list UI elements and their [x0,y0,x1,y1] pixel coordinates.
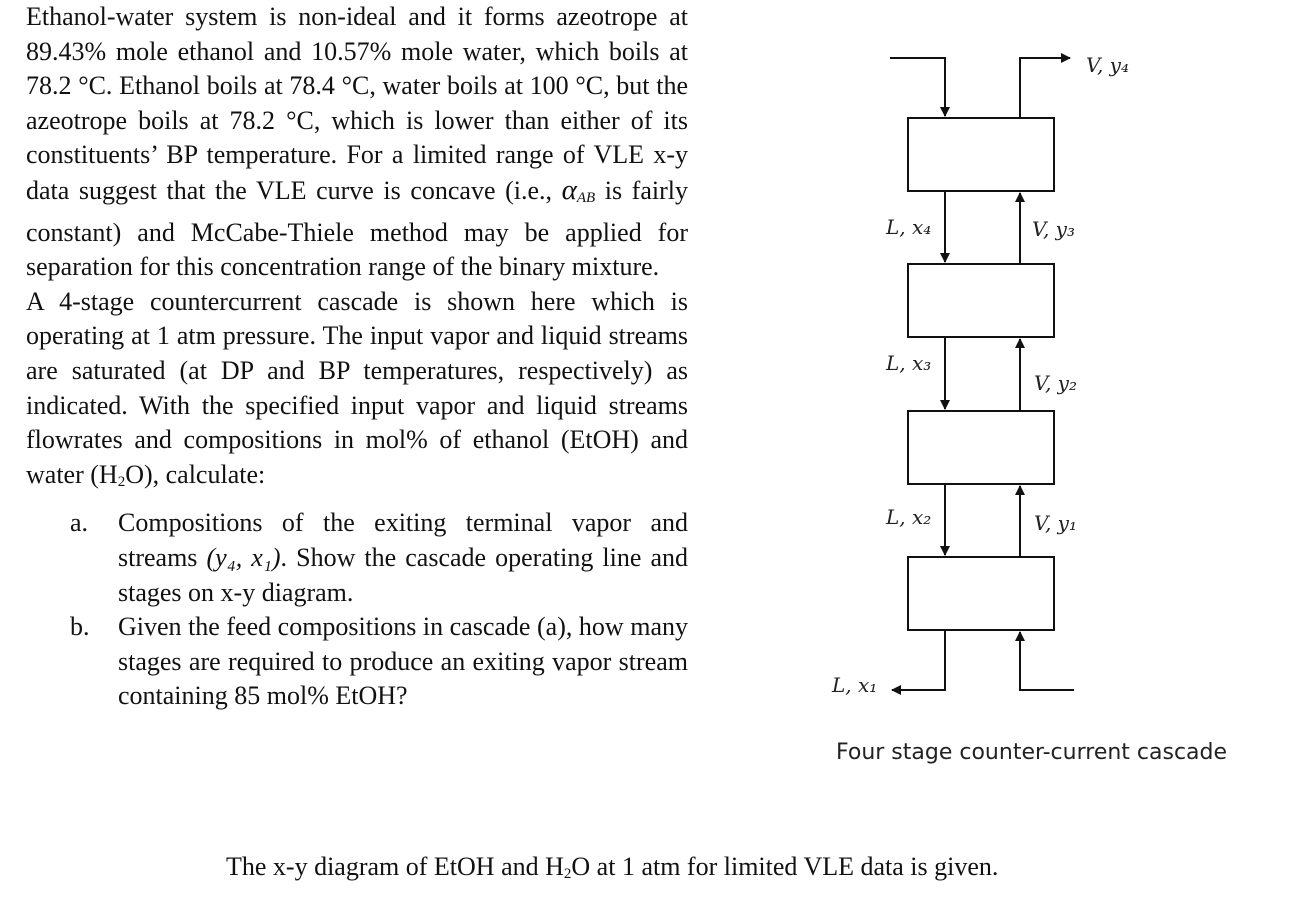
item-text-post: . Show the cascade operating line and st… [118,542,688,607]
alpha-symbol: α [561,173,577,206]
intro-text-end: is fairly constant) and McCabe-Thiele me… [26,175,688,282]
label-v-y3: V, y₃ [1032,217,1075,241]
label-l-x2: L, x₂ [885,505,931,529]
label-v-y2: V, y₂ [1034,371,1077,395]
stage-4-box [907,117,1055,192]
label-v-y4: V, y₄ [1086,53,1129,77]
footer-note: The x-y diagram of EtOH and H2O at 1 atm… [226,852,998,883]
label-l-x3: L, x₃ [885,351,931,375]
item-text-pre: Given the feed compositions in cascade (… [118,612,688,711]
stage-1-box [907,556,1055,631]
vapor-exit-arrow [1019,53,1071,118]
list-item: a. Compositions of the exiting terminal … [26,506,688,610]
liquid-exit-arrow [891,630,946,695]
cascade-text: A 4-stage countercurrent cascade is show… [26,286,688,489]
problem-text: Ethanol-water system is non-ideal and it… [26,0,688,714]
cascade-text-end: O), calculate: [125,459,266,489]
question-list: a. Compositions of the exiting terminal … [26,506,688,714]
label-l-x1: L, x₁ [831,673,877,697]
label-l-x4: L, x₄ [885,215,931,239]
intro-text: Ethanol-water system is non-ideal and it… [26,2,688,205]
list-item: b. Given the feed compositions in cascad… [26,610,688,714]
liquid-feed-arrow [890,57,950,117]
paragraph-intro: Ethanol-water system is non-ideal and it… [26,0,688,285]
alpha-subscript: AB [576,189,596,206]
item-math: (y₄, x₁) [206,542,281,572]
item-text-pre: Compositions of the exiting terminal vap… [118,508,688,572]
item-marker: a. [70,508,89,538]
footer-subscript: 2 [563,866,572,882]
paragraph-cascade: A 4-stage countercurrent cascade is show… [26,285,688,500]
vapor-feed-arrow [1015,631,1074,691]
item-marker: b. [70,612,90,642]
stage-3-box [907,263,1055,338]
item-text: Given the feed compositions in cascade (… [118,610,688,714]
figure-caption: Four stage counter-current cascade [836,740,1228,765]
stage-2-box [907,410,1055,485]
label-v-y1: V, y₁ [1034,511,1077,535]
h2o-subscript: 2 [117,473,126,490]
item-text: Compositions of the exiting terminal vap… [118,506,688,610]
footer-text-end: O at 1 atm for limited VLE data is given… [571,852,999,881]
footer-text: The x-y diagram of EtOH and H [226,852,564,881]
cascade-diagram: V, y₄ L, x₄ V, y₃ L, x₃ V, y₂ L, x₂ V, y… [831,53,1129,697]
